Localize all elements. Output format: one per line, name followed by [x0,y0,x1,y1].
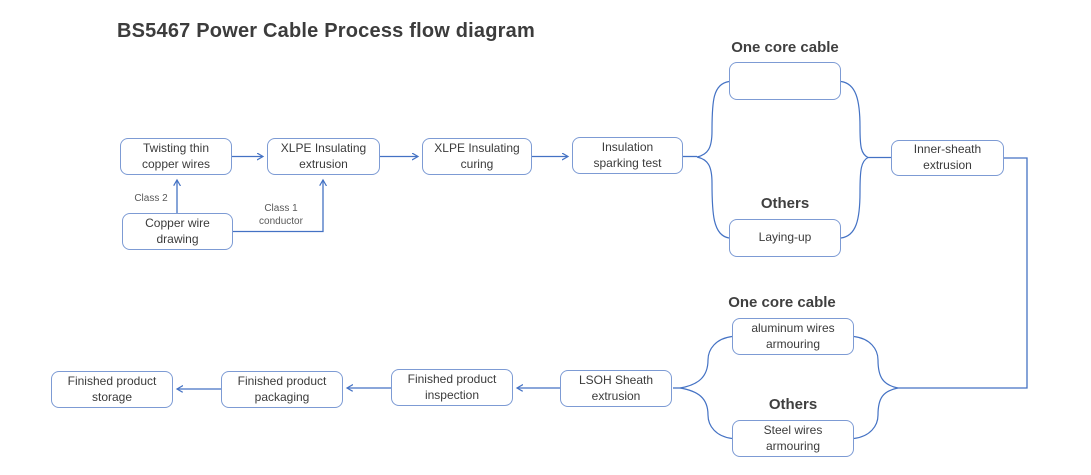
node-xlpe-insulating-curing: XLPE Insulating curing [422,138,532,175]
branch-label-others-top: Others [760,195,810,212]
node-one-core-passthrough [729,62,841,100]
node-finished-product-storage: Finished product storage [51,371,173,408]
edge-label-class-1-conductor: Class 1 conductor [259,203,303,227]
branch-brace-bottom-left-upper [679,335,733,389]
node-lsoh-sheath-extrusion: LSOH Sheath extrusion [560,370,672,407]
branch-label-one-core-cable-bottom: One core cable [728,294,836,311]
branch-label-others-bottom: Others [768,396,818,413]
branch-brace-bottom-left-lower [679,387,733,440]
node-copper-wire-drawing: Copper wire drawing [122,213,233,250]
node-inner-sheath-extrusion: Inner-sheath extrusion [891,140,1004,176]
node-finished-product-inspection: Finished product inspection [391,369,513,406]
branch-brace-bottom-right-lower [853,387,899,440]
branch-brace-top-left-upper [696,80,730,158]
branch-brace-bottom-right-upper [853,335,899,389]
node-twisting-thin-copper-wires: Twisting thin copper wires [120,138,232,175]
node-steel-wires-armouring: Steel wires armouring [732,420,854,457]
branch-brace-top-left-lower [696,156,730,239]
connector-inner-sheath-runner [898,157,1028,389]
node-xlpe-insulating-extrusion: XLPE Insulating extrusion [267,138,380,175]
page-title: BS5467 Power Cable Process flow diagram [117,20,535,42]
node-finished-product-packaging: Finished product packaging [221,371,343,408]
branch-brace-top-right-upper [840,80,869,159]
branch-label-one-core-cable-top: One core cable [731,39,839,56]
edge-label-class-2: Class 2 [134,193,168,204]
branch-brace-top-right-lower [840,156,869,239]
node-aluminum-wires-armouring: aluminum wires armouring [732,318,854,355]
node-insulation-sparking-test: Insulation sparking test [572,137,683,174]
connector-class1 [233,180,323,233]
node-laying-up: Laying-up [729,219,841,257]
